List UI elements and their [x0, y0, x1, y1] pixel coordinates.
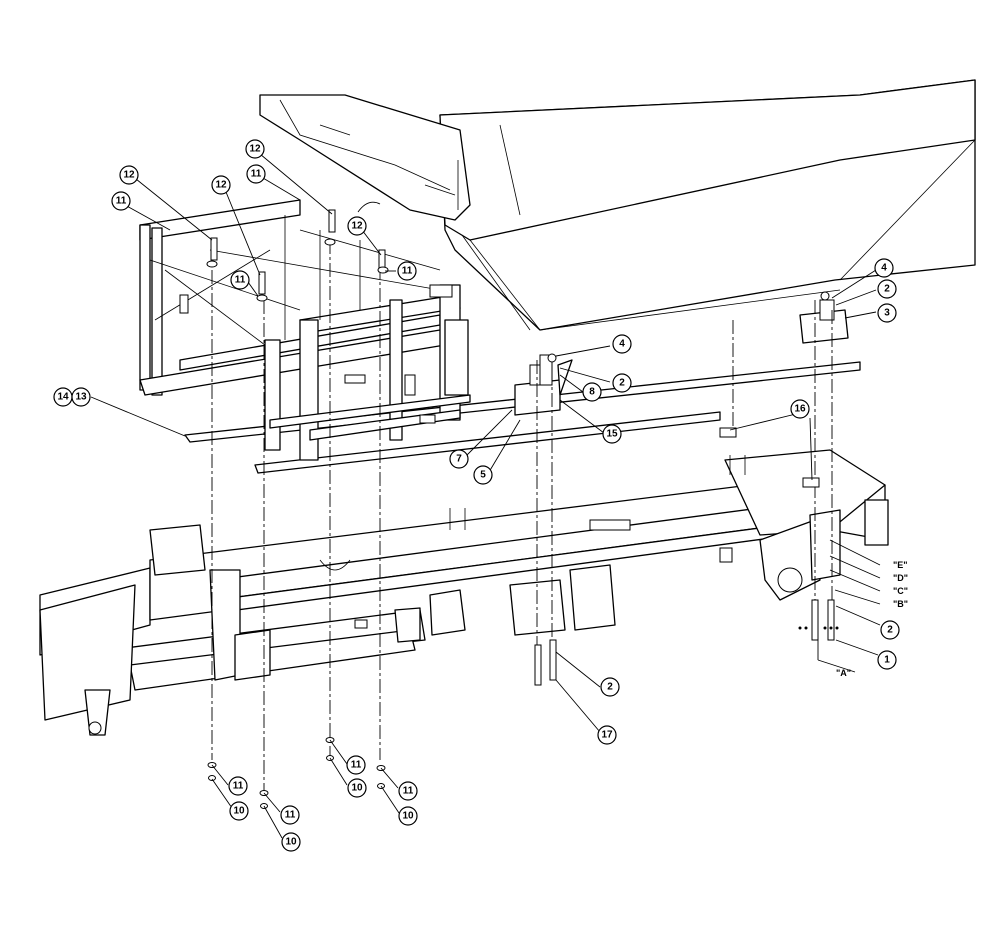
svg-text:12: 12: [249, 144, 261, 155]
svg-text:11: 11: [233, 781, 244, 792]
svg-text:7: 7: [456, 454, 462, 465]
svg-text:2: 2: [884, 284, 890, 295]
svg-text:11: 11: [116, 196, 127, 207]
callout-16: 16: [790, 399, 810, 419]
callout-11-b: 11: [230, 270, 250, 290]
callout-3: 3: [877, 303, 897, 323]
svg-text:10: 10: [285, 837, 297, 848]
upper-frame-cage: [139, 199, 471, 461]
callout-10-b: 10: [281, 832, 301, 852]
svg-text:12: 12: [123, 170, 135, 181]
callout-4-b: 4: [874, 258, 894, 278]
ref-label-e: "E": [893, 560, 908, 570]
ref-label-b: "B": [893, 599, 908, 609]
callout-12-d: 12: [347, 216, 367, 236]
ref-label-d: "D": [893, 573, 908, 583]
svg-text:2: 2: [607, 682, 613, 693]
callout-7: 7: [449, 449, 469, 469]
callout-4-a: 4: [612, 334, 632, 354]
svg-text:2: 2: [887, 625, 893, 636]
chassis-frame: [39, 449, 889, 736]
fasteners: [206, 209, 839, 809]
callout-11-e: 11: [228, 776, 248, 796]
callout-13: 13: [71, 387, 91, 407]
ref-label-c: "C": [893, 586, 908, 596]
callout-12-b: 12: [211, 175, 231, 195]
right-bracket: [799, 291, 849, 344]
hopper-body: [259, 79, 976, 331]
svg-text:10: 10: [402, 811, 414, 822]
svg-text:2: 2: [619, 378, 625, 389]
callout-11-g: 11: [346, 755, 366, 775]
callout-2-a: 2: [612, 373, 632, 393]
svg-text:10: 10: [233, 806, 245, 817]
svg-text:16: 16: [794, 404, 806, 415]
callout-2-b: 2: [877, 279, 897, 299]
callout-11-f: 11: [280, 805, 300, 825]
center-bracket: [444, 319, 573, 416]
svg-text:11: 11: [351, 760, 362, 771]
callout-12-c: 12: [245, 139, 265, 159]
callout-14: 14: [53, 387, 73, 407]
callout-2-d: 2: [600, 677, 620, 697]
svg-text:3: 3: [884, 308, 890, 319]
callout-15: 15: [602, 424, 622, 444]
leader-lines: [90, 153, 881, 839]
callout-11-a: 11: [111, 191, 131, 211]
callout-10-d: 10: [398, 806, 418, 826]
callout-10-c: 10: [347, 778, 367, 798]
svg-text:4: 4: [881, 263, 887, 274]
reference-labels: "E" "D" "C" "B" "A": [836, 560, 908, 678]
callout-2-c: 2: [880, 620, 900, 640]
svg-text:11: 11: [402, 266, 413, 277]
centerlines: [211, 240, 833, 790]
svg-text:14: 14: [57, 392, 69, 403]
svg-text:12: 12: [351, 221, 363, 232]
callout-5: 5: [473, 465, 493, 485]
ref-label-a: "A": [836, 668, 851, 678]
callout-17: 17: [597, 725, 617, 745]
svg-text:5: 5: [480, 470, 486, 481]
svg-text:11: 11: [403, 786, 414, 797]
svg-text:10: 10: [351, 783, 363, 794]
callout-1: 1: [877, 650, 897, 670]
svg-text:17: 17: [601, 730, 613, 741]
svg-text:1: 1: [884, 655, 890, 666]
svg-text:4: 4: [619, 339, 625, 350]
svg-text:11: 11: [235, 275, 246, 286]
svg-text:8: 8: [589, 387, 595, 398]
callout-11-c: 11: [246, 164, 266, 184]
svg-text:11: 11: [251, 169, 262, 180]
svg-text:12: 12: [215, 180, 227, 191]
callout-10-a: 10: [229, 801, 249, 821]
svg-text:11: 11: [285, 810, 296, 821]
callout-8: 8: [582, 382, 602, 402]
svg-text:15: 15: [606, 429, 618, 440]
svg-text:13: 13: [75, 392, 87, 403]
callout-11-d: 11: [397, 261, 417, 281]
callout-12-a: 12: [119, 165, 139, 185]
callout-11-h: 11: [398, 781, 418, 801]
callout-balloons: 12 11 12 11 12 11 12 11 14 13 4 2 8 15 7…: [53, 139, 900, 852]
